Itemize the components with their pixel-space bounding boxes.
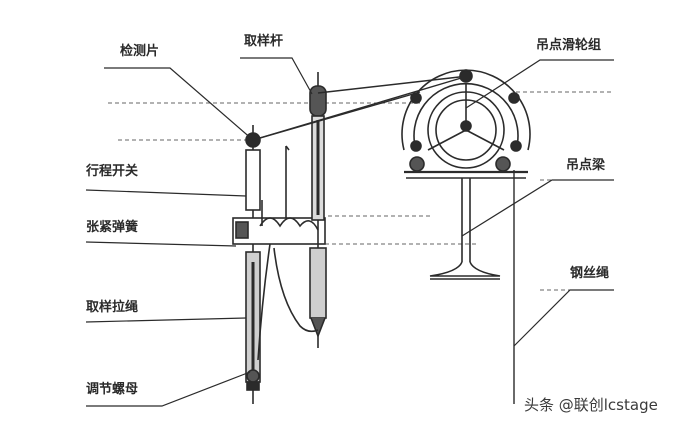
label-hanger-pulley-set: 吊点滑轮组	[536, 38, 602, 53]
suspension-cables	[252, 75, 469, 141]
label-tension-spring: 张紧弹簧	[86, 220, 139, 235]
label-steel-wire-rope: 钢丝绳	[570, 266, 610, 281]
hanger-pulley-set	[401, 69, 531, 179]
reference-guide-lines	[108, 91, 616, 291]
sampling-rod-assembly	[273, 72, 327, 348]
label-sampling-pull-rope: 取样拉绳	[86, 300, 139, 315]
label-detection-piece: 检测片	[120, 44, 160, 59]
label-hanger-beam: 吊点梁	[566, 158, 606, 173]
label-travel-switch: 行程开关	[86, 164, 139, 179]
hanger-beam	[429, 178, 501, 280]
travel-switch-probe	[285, 145, 290, 218]
watermark: 头条 @联创lcstage	[524, 396, 658, 414]
label-adjusting-nut: 调节螺母	[86, 382, 139, 397]
label-sampling-rod: 取样杆	[244, 34, 284, 49]
leader-lines	[85, 57, 614, 407]
